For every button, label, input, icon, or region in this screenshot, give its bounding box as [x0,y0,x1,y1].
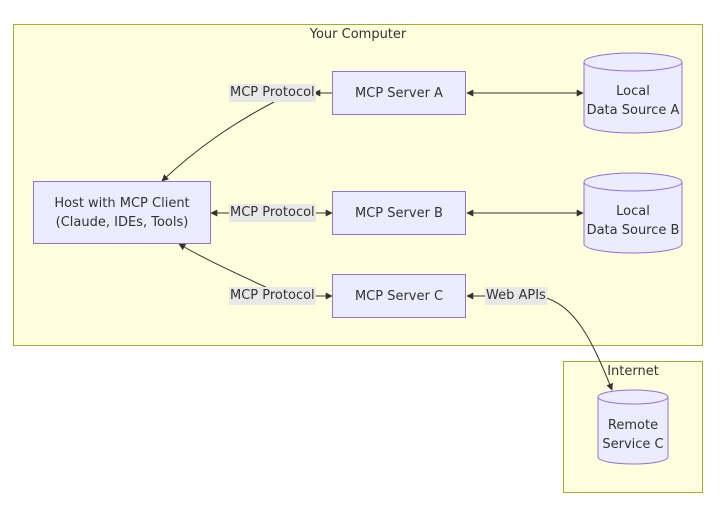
remote-service-c-label: Remote Service C [602,418,664,452]
server-a-node[interactable]: MCP Server A [332,71,466,115]
local-data-source-a-node[interactable]: Local Data Source A [583,52,683,134]
remote-service-c-node[interactable]: Remote Service C [597,389,669,465]
database-icon [583,172,683,254]
local-data-source-a-label: Local Data Source A [586,84,680,118]
your-computer-title: Your Computer [309,27,407,42]
edge-label-mcp-protocol-a: MCP Protocol [229,84,316,102]
edge-host-server-a-curve [161,101,275,182]
local-data-source-b-label: Local Data Source B [586,204,680,238]
internet-title: Internet [607,364,659,379]
edge-host-server-c-curve [178,243,273,291]
local-data-source-b-node[interactable]: Local Data Source B [583,172,683,254]
edge-label-web-apis: Web APIs [485,287,547,305]
database-icon [597,389,669,465]
internet-cluster: Internet [563,361,703,493]
edge-label-mcp-protocol-b: MCP Protocol [229,204,316,222]
edge-label-mcp-protocol-c: MCP Protocol [229,287,316,305]
host-node[interactable]: Host with MCP Client (Claude, IDEs, Tool… [33,181,211,244]
database-icon [583,52,683,134]
server-c-node[interactable]: MCP Server C [332,274,466,318]
server-b-node[interactable]: MCP Server B [332,191,466,235]
edge-webapis-remote [542,296,613,391]
